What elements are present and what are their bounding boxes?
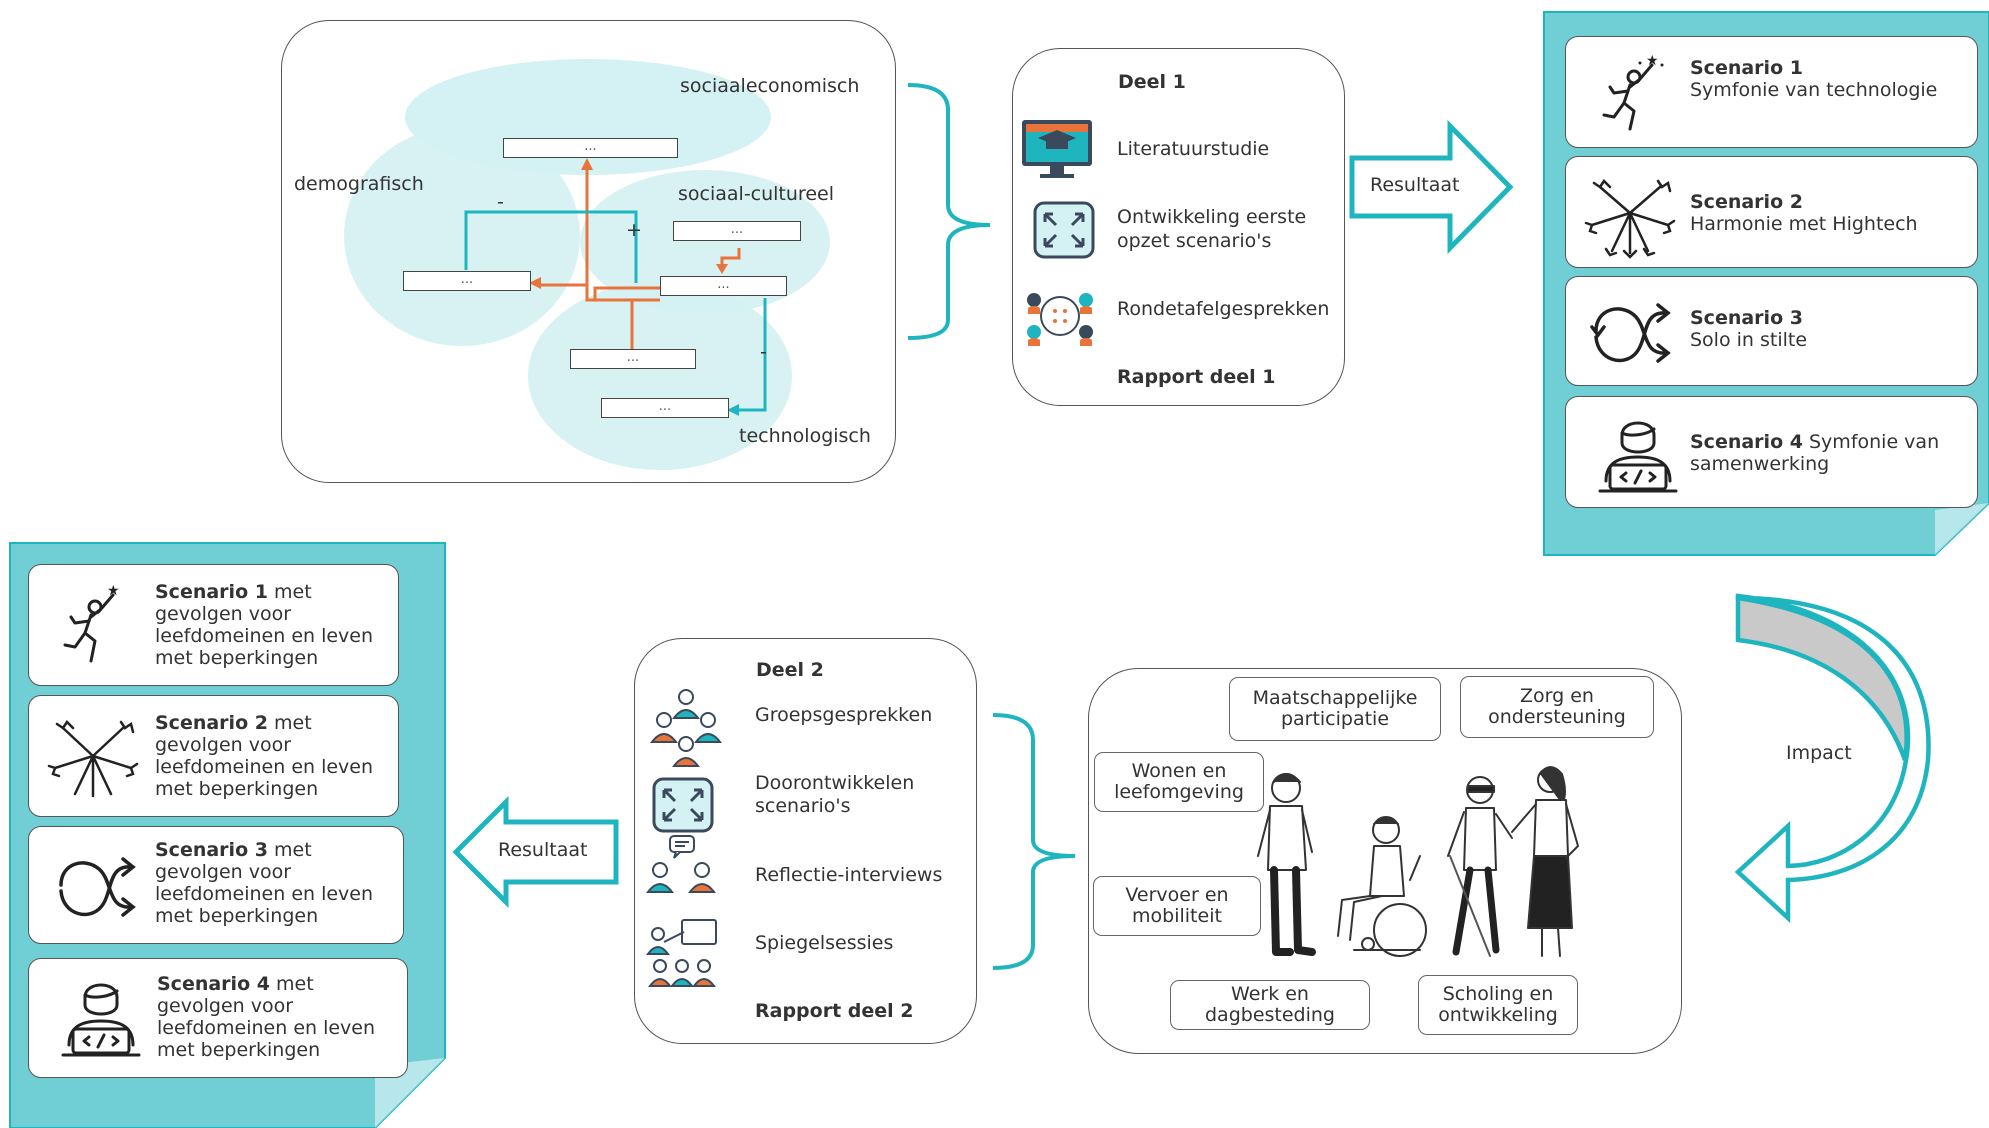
- scenario-top-card-1: ★ Scenario 1 Symfonie van technologie: [1565, 36, 1978, 148]
- scenario-top-4-subtitle-line2: samenwerking: [1690, 453, 1830, 475]
- deel1-report: Rapport deel 1: [1117, 366, 1276, 388]
- scenario-top-3-subtitle: Solo in stilte: [1690, 329, 1808, 351]
- deel1-item-ontwikkeling-line2: opzet scenario's: [1117, 230, 1272, 252]
- deel1-item-ontwikkeling-line1: Ontwikkeling eerste: [1117, 206, 1307, 228]
- scenario-bottom-4-title: Scenario 4: [157, 973, 270, 995]
- scenario-bottom-2-suffix: met: [274, 712, 312, 734]
- resultaat-label-bottom: Resultaat: [498, 839, 588, 861]
- scenario-bottom-3-line1: gevolgen voor: [155, 861, 292, 883]
- joined-hands-icon: [1584, 179, 1676, 259]
- joined-hands-icon-2: [47, 720, 139, 798]
- scenario-bottom-2-title: Scenario 2: [155, 712, 268, 734]
- deel1-item-rondetafelgesprekken: Rondetafelgesprekken: [1117, 298, 1330, 320]
- coder-icon-2: [61, 983, 141, 1057]
- scenario-top-4-title: Scenario 4: [1690, 431, 1803, 453]
- deel2-title: Deel 2: [756, 659, 824, 681]
- scenario-top-2-subtitle: Harmonie met Hightech: [1690, 213, 1918, 235]
- crossing-arrows-icon-2: [59, 857, 136, 917]
- model-box-3: ...: [403, 271, 531, 291]
- computer-graduation-icon: [1022, 120, 1092, 178]
- impact-label: Impact: [1786, 742, 1852, 764]
- scenario-top-3-title: Scenario 3: [1690, 307, 1803, 329]
- scenario-bottom-card-1: ★ Scenario 1 met gevolgen voor leefdomei…: [28, 564, 399, 686]
- scenario-top-card-3: Scenario 3 Solo in stilte: [1565, 276, 1978, 386]
- deel2-item-doorontwikkelen-line1: Doorontwikkelen: [755, 772, 915, 794]
- scenario-bottom-4-line3: met beperkingen: [157, 1039, 321, 1061]
- scenario-bottom-3-line2: leefdomeinen en leven: [155, 883, 374, 905]
- label-technologisch: technologisch: [739, 425, 871, 447]
- expand-arrows-icon-2: [652, 777, 714, 833]
- scenario-top-1-subtitle: Symfonie van technologie: [1690, 79, 1938, 101]
- scenario-top-card-4: Scenario 4 Symfonie van samenwerking: [1565, 396, 1978, 508]
- label-sociaaleconomisch: sociaaleconomisch: [680, 75, 860, 97]
- scenario-bottom-2-line1: gevolgen voor: [155, 734, 292, 756]
- scenario-top-4-subtitle-line1: Symfonie van: [1809, 431, 1940, 453]
- model-box-5: ...: [570, 349, 696, 369]
- model-box-6: ...: [601, 398, 729, 418]
- label-demografisch: demografisch: [294, 173, 424, 195]
- scenario-bottom-2-line2: leefdomeinen en leven: [155, 756, 374, 778]
- coder-icon: [1598, 421, 1678, 493]
- scenario-bottom-4-line2: leefdomeinen en leven: [157, 1017, 376, 1039]
- deel2-item-doorontwikkelen-line2: scenario's: [755, 795, 851, 817]
- scenario-bottom-1-line2: leefdomeinen en leven: [155, 625, 374, 647]
- running-person-icon-2: ★: [63, 583, 120, 663]
- scenario-bottom-1-title: Scenario 1: [155, 581, 268, 603]
- deel1-title: Deel 1: [1118, 71, 1186, 93]
- interview-icon: [645, 835, 717, 893]
- scenario-bottom-card-3: Scenario 3 met gevolgen voor leefdomeine…: [28, 826, 404, 944]
- sign-plus: +: [626, 219, 642, 241]
- expand-arrows-icon: [1033, 201, 1095, 259]
- scenario-bottom-card-2: Scenario 2 met gevolgen voor leefdomeine…: [28, 695, 399, 817]
- scenario-bottom-3-title: Scenario 3: [155, 839, 268, 861]
- presentation-icon: [646, 919, 717, 987]
- scenario-bottom-1-suffix: met: [274, 581, 312, 603]
- label-sociaal-cultureel: sociaal-cultureel: [678, 183, 834, 205]
- scenario-bottom-4-suffix: met: [276, 973, 314, 995]
- model-box-1: ...: [503, 138, 678, 158]
- scenario-top-2-title: Scenario 2: [1690, 191, 1803, 213]
- scenario-top-card-2: Scenario 2 Harmonie met Hightech: [1565, 156, 1978, 268]
- crossing-arrows-icon: [1590, 303, 1671, 363]
- scenario-top-1-title: Scenario 1: [1690, 57, 1803, 79]
- scenario-bottom-card-4: Scenario 4 met gevolgen voor leefdomeine…: [28, 958, 408, 1078]
- deel2-report: Rapport deel 2: [755, 1000, 914, 1022]
- scenario-bottom-1-line3: met beperkingen: [155, 647, 319, 669]
- running-person-icon: ★: [1602, 53, 1664, 131]
- group-people-icon: [649, 689, 723, 767]
- deel2-item-reflectie-interviews: Reflectie-interviews: [755, 864, 943, 886]
- deel1-item-literatuurstudie: Literatuurstudie: [1117, 138, 1270, 160]
- scenario-bottom-3-suffix: met: [274, 839, 312, 861]
- scenario-bottom-1-line1: gevolgen voor: [155, 603, 292, 625]
- svg-text:★: ★: [107, 583, 120, 599]
- model-box-4: ...: [660, 276, 787, 296]
- scenario-bottom-3-line3: met beperkingen: [155, 905, 319, 927]
- svg-text:★: ★: [1646, 53, 1659, 69]
- resultaat-label-top: Resultaat: [1370, 174, 1460, 196]
- deel2-item-spiegelsessies: Spiegelsessies: [755, 932, 894, 954]
- people-with-disabilities-illustration: [1257, 766, 1579, 957]
- sign-minus-1: -: [497, 191, 504, 213]
- model-box-2: ...: [673, 221, 801, 241]
- sign-minus-2: -: [760, 341, 767, 363]
- scenario-bottom-4-line1: gevolgen voor: [157, 995, 294, 1017]
- round-table-icon: [1027, 293, 1093, 346]
- scenario-bottom-2-line3: met beperkingen: [155, 778, 319, 800]
- deel2-item-groepsgesprekken: Groepsgesprekken: [755, 704, 933, 726]
